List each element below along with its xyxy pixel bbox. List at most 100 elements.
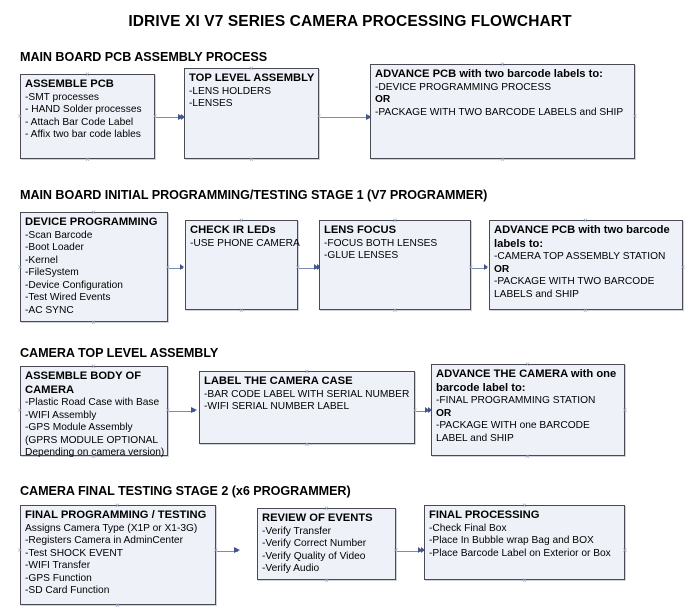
connector-line — [299, 267, 317, 269]
box-content: LABEL THE CAMERA CASE -BAR CODE LABEL WI… — [200, 372, 414, 416]
box-line: -GPS Function — [25, 572, 92, 584]
box-check-ir-leds[interactable]: CHECK IR LEDs -USE PHONE CAMERA — [185, 220, 300, 310]
connector-line — [416, 410, 430, 412]
connector-line — [169, 410, 195, 412]
box-line: -Verify Correct Number — [262, 538, 367, 550]
box-content: REVIEW OF EVENTS -Verify Transfer -Verif… — [258, 509, 395, 578]
box-line: -Kernel — [25, 254, 58, 266]
connection-point-icon — [499, 61, 506, 68]
connection-point-icon — [582, 217, 589, 224]
box-device-programming[interactable]: DEVICE PROGRAMMING -Scan Barcode -Boot L… — [20, 212, 168, 322]
connector-line — [156, 117, 181, 118]
connection-point-icon — [524, 453, 531, 460]
connection-point-icon — [622, 547, 629, 554]
connection-point-icon — [392, 307, 399, 314]
box-line: -AC SYNC — [25, 305, 74, 317]
box-line: Assigns Camera Type (X1P or X1-3G) — [25, 522, 198, 534]
box-title: REVIEW OF EVENTS — [262, 512, 373, 524]
connector-line — [169, 267, 183, 269]
connection-point-icon — [248, 65, 255, 72]
box-final-programming-testing[interactable]: FINAL PROGRAMMING / TESTING Assigns Came… — [20, 505, 216, 605]
box-line: OR — [375, 94, 391, 106]
box-title: ADVANCE THE CAMERA with one barcode labe… — [436, 368, 617, 394]
box-title: ASSEMBLE PCB — [25, 78, 114, 90]
connection-point-icon — [524, 361, 531, 368]
connector-line — [397, 550, 422, 552]
box-line: -Test Wired Events — [25, 292, 111, 304]
box-content: LENS FOCUS -FOCUS BOTH LENSES -GLUE LENS… — [320, 221, 470, 265]
connection-point-icon — [17, 547, 24, 554]
arrowhead-icon — [418, 547, 422, 553]
box-line: -Place Barcode Label on Exterior or Box — [429, 547, 611, 559]
box-advance-pcb-stage-2[interactable]: ADVANCE PCB with two barcode labels to: … — [489, 220, 683, 310]
box-line: -GLUE LENSES — [324, 250, 399, 262]
box-line: - Affix two bar code lables — [25, 129, 141, 141]
connector-line — [320, 117, 370, 118]
box-content: DEVICE PROGRAMMING -Scan Barcode -Boot L… — [21, 213, 167, 320]
box-final-processing[interactable]: FINAL PROCESSING -Check Final Box -Place… — [424, 505, 625, 580]
box-title: ADVANCE PCB with two barcode labels to: — [375, 68, 603, 80]
box-line: - HAND Solder processes — [25, 104, 142, 116]
box-assemble-pcb[interactable]: ASSEMBLE PCB -SMT processes - HAND Solde… — [20, 74, 155, 159]
box-title: LENS FOCUS — [324, 224, 397, 236]
box-line: -PACKAGE WITH TWO BARCODE LABELS and SHI… — [494, 276, 655, 300]
connection-point-icon — [304, 441, 311, 448]
connection-point-icon — [84, 156, 91, 163]
box-line: OR — [494, 263, 510, 275]
connection-point-icon — [84, 71, 91, 78]
box-advance-the-camera[interactable]: ADVANCE THE CAMERA with one barcode labe… — [431, 364, 625, 456]
box-line: -Device Configuration — [25, 279, 123, 291]
arrowhead-icon — [314, 264, 318, 270]
connection-point-icon — [17, 264, 24, 271]
box-line: -PACKAGE WITH one BARCODE LABEL and SHIP — [436, 420, 590, 444]
box-label-the-camera-case[interactable]: LABEL THE CAMERA CASE -BAR CODE LABEL WI… — [199, 371, 415, 444]
box-title: LABEL THE CAMERA CASE — [204, 375, 353, 387]
box-advance-pcb-stage-1[interactable]: ADVANCE PCB with two barcode labels to: … — [370, 64, 635, 159]
box-content: ADVANCE THE CAMERA with one barcode labe… — [432, 365, 624, 447]
box-line: -Check Final Box — [429, 522, 507, 534]
arrowhead-icon — [366, 113, 372, 120]
arrowhead-icon — [425, 407, 429, 413]
connection-point-icon — [238, 307, 245, 314]
connection-point-icon — [114, 602, 121, 609]
arrowhead-icon — [421, 547, 425, 553]
box-line: -Registers Camera in AdminCenter — [25, 535, 183, 547]
connection-point-icon — [17, 407, 24, 414]
box-line: -SD Card Function — [25, 585, 110, 597]
arrowhead-icon — [428, 407, 432, 413]
box-line: OR — [436, 407, 452, 419]
box-line: -Verify Audio — [262, 563, 320, 575]
connection-point-icon — [323, 577, 330, 584]
box-content: FINAL PROCESSING -Check Final Box -Place… — [425, 506, 624, 562]
connection-point-icon — [521, 502, 528, 509]
box-top-level-assembly[interactable]: TOP LEVEL ASSEMBLY -LENS HOLDERS -LENSES — [184, 68, 319, 159]
box-title: ADVANCE PCB with two barcode labels to: — [494, 224, 670, 250]
connection-point-icon — [90, 209, 97, 216]
box-line: -Plastic Road Case with Base — [25, 397, 160, 408]
box-line: -SMT processes — [25, 91, 99, 103]
box-content: ADVANCE PCB with two barcode labels to: … — [371, 65, 634, 121]
box-line: -Test SHOCK EVENT — [25, 547, 123, 559]
box-assemble-body-of-camera[interactable]: ASSEMBLE BODY OF CAMERA -Plastic Road Ca… — [20, 366, 168, 458]
box-line: -LENS HOLDERS — [189, 85, 272, 97]
box-review-of-events[interactable]: REVIEW OF EVENTS -Verify Transfer -Verif… — [257, 508, 396, 580]
box-content: ASSEMBLE BODY OF CAMERA -Plastic Road Ca… — [21, 367, 167, 462]
connection-point-icon — [90, 363, 97, 370]
connection-point-icon — [582, 307, 589, 314]
connection-point-icon — [632, 113, 639, 120]
box-line: -Boot Loader — [25, 242, 84, 254]
box-title: ASSEMBLE BODY OF CAMERA — [25, 370, 142, 396]
box-content: FINAL PROGRAMMING / TESTING Assigns Came… — [21, 506, 215, 600]
connection-point-icon — [90, 453, 97, 460]
box-line: -BAR CODE LABEL WITH SERIAL NUMBER — [204, 388, 410, 400]
box-line: -CAMERA TOP ASSEMBLY STATION — [494, 251, 666, 262]
box-content: CHECK IR LEDs -USE PHONE CAMERA — [186, 221, 300, 252]
connection-point-icon — [392, 217, 399, 224]
box-lens-focus[interactable]: LENS FOCUS -FOCUS BOTH LENSES -GLUE LENS… — [319, 220, 471, 310]
arrowhead-icon — [180, 264, 184, 270]
box-title: TOP LEVEL ASSEMBLY — [189, 72, 315, 84]
box-line: (GPRS MODULE OPTIONAL — [25, 434, 159, 446]
box-line: -Verify Transfer — [262, 525, 332, 537]
box-title: CHECK IR LEDs — [190, 224, 276, 236]
box-line: -WIFI Transfer — [25, 560, 91, 572]
